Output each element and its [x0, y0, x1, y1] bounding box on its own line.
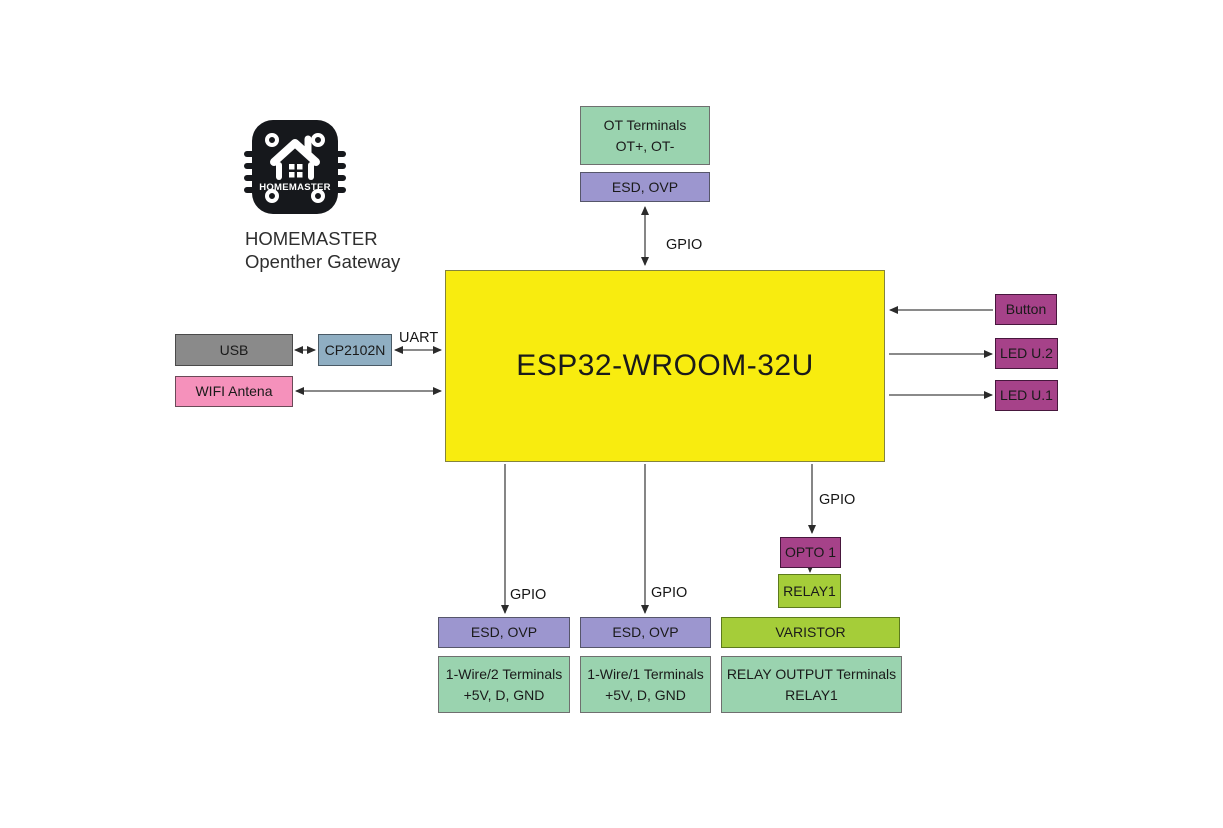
- ot-terminals-line1: OT Terminals: [603, 117, 687, 134]
- button-label: Button: [1005, 301, 1047, 318]
- block-esd-ovp-top: ESD, OVP: [580, 172, 710, 202]
- varistor-label: VARISTOR: [775, 624, 846, 641]
- corner-screws-icon: [265, 133, 325, 203]
- block-relay1: RELAY1: [778, 574, 841, 608]
- block-wifi-antenna: WIFI Antena: [175, 376, 293, 407]
- cp2102n-label: CP2102N: [324, 341, 386, 358]
- block-esp32: ESP32-WROOM-32U: [445, 270, 885, 462]
- label-gpio-bottom-left: GPIO: [510, 587, 547, 603]
- onewire1-line1: 1-Wire/1 Terminals: [587, 666, 704, 683]
- block-ot-terminals: OT Terminals OT+, OT-: [580, 106, 710, 165]
- block-onewire2-terminals: 1-Wire/2 Terminals +5V, D, GND: [438, 656, 570, 713]
- relay1-label: RELAY1: [783, 582, 836, 599]
- wifi-antenna-label: WIFI Antena: [195, 383, 273, 400]
- brand-title: HOMEMASTER Openther Gateway: [245, 227, 400, 273]
- label-gpio-top: GPIO: [666, 237, 703, 253]
- onewire2-line1: 1-Wire/2 Terminals: [445, 666, 563, 683]
- block-relay-output-terminals: RELAY OUTPUT Terminals RELAY1: [721, 656, 902, 713]
- block-onewire1-terminals: 1-Wire/1 Terminals +5V, D, GND: [580, 656, 711, 713]
- block-varistor: VARISTOR: [721, 617, 900, 648]
- block-esd-ovp-left: ESD, OVP: [438, 617, 570, 648]
- led-u2-label: LED U.2: [1000, 345, 1053, 362]
- block-button: Button: [995, 294, 1057, 325]
- ot-terminals-line2: OT+, OT-: [615, 137, 675, 154]
- esd-ovp-mid-label: ESD, OVP: [612, 624, 679, 641]
- opto1-label: OPTO 1: [784, 544, 837, 561]
- onewire1-line2: +5V, D, GND: [605, 686, 686, 703]
- house-icon: [270, 135, 320, 180]
- led-u1-label: LED U.1: [1000, 387, 1053, 404]
- block-usb: USB: [175, 334, 293, 366]
- esd-ovp-top-label: ESD, OVP: [611, 178, 679, 195]
- block-led-u1: LED U.1: [995, 380, 1058, 411]
- label-gpio-bottom-mid: GPIO: [651, 585, 688, 601]
- esd-ovp-left-label: ESD, OVP: [470, 624, 538, 641]
- brand-line1: HOMEMASTER: [245, 228, 378, 249]
- block-led-u2: LED U.2: [995, 338, 1058, 369]
- onewire2-line2: +5V, D, GND: [463, 686, 545, 703]
- label-uart: UART: [399, 330, 439, 346]
- block-cp2102n: CP2102N: [318, 334, 392, 366]
- label-gpio-relay: GPIO: [819, 492, 856, 508]
- logo-wordmark: HOMEMASTER: [259, 182, 331, 193]
- brand-line2: Openther Gateway: [245, 251, 401, 272]
- esp32-label: ESP32-WROOM-32U: [516, 349, 814, 383]
- relay-output-line1: RELAY OUTPUT Terminals: [726, 666, 897, 683]
- block-esd-ovp-mid: ESD, OVP: [580, 617, 711, 648]
- usb-label: USB: [219, 341, 249, 358]
- block-opto1: OPTO 1: [780, 537, 841, 568]
- relay-output-line2: RELAY1: [785, 686, 838, 703]
- chip-body-icon: [252, 120, 338, 214]
- homemaster-logo: HOMEMASTER: [244, 120, 346, 214]
